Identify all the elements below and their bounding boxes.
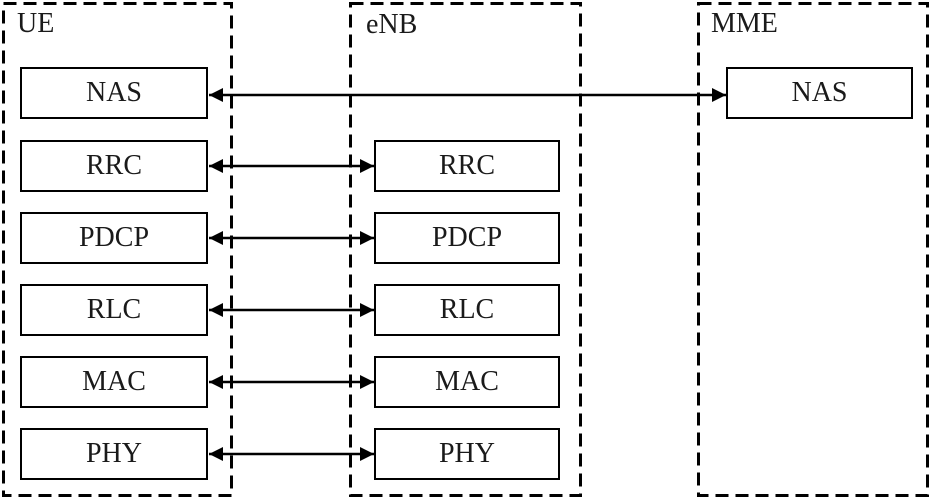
layer-box-ue-rlc: RLC — [20, 284, 208, 336]
layer-box-enb-pdcp: PDCP — [374, 212, 560, 264]
layer-box-ue-rrc: RRC — [20, 140, 208, 192]
entity-mme-label: MME — [711, 8, 778, 39]
layer-box-enb-rrc: RRC — [374, 140, 560, 192]
entity-enb-label: eNB — [366, 9, 418, 40]
layer-box-enb-mac: MAC — [374, 356, 560, 408]
layer-box-ue-nas: NAS — [20, 67, 208, 119]
layer-box-enb-phy: PHY — [374, 428, 560, 480]
layer-box-mme-nas: NAS — [726, 67, 913, 119]
layer-box-enb-rlc: RLC — [374, 284, 560, 336]
entity-ue-label: UE — [17, 8, 55, 39]
layer-box-ue-pdcp: PDCP — [20, 212, 208, 264]
layer-box-ue-mac: MAC — [20, 356, 208, 408]
layer-box-ue-phy: PHY — [20, 428, 208, 480]
